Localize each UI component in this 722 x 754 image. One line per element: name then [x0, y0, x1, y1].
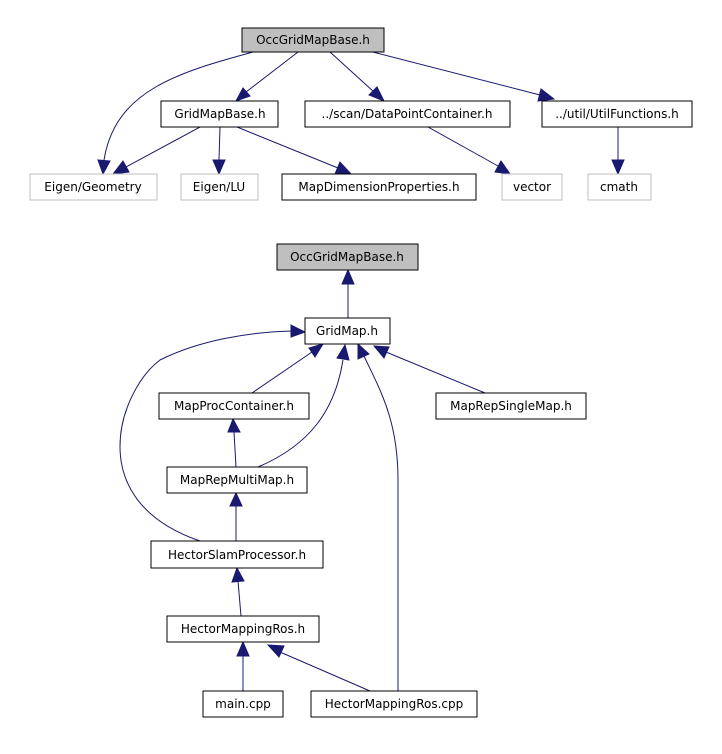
node-maprepmultimap-h[interactable]: MapRepMultiMap.h [166, 466, 308, 494]
edge-maprepmultimap-to-mapproccontainer [233, 431, 237, 468]
node-label: MapProcContainer.h [174, 399, 294, 413]
edge-occgridmapbase-to-datapointcontainer [329, 51, 375, 93]
node-label: ../util/UtilFunctions.h [555, 107, 679, 121]
edge-gridmapbase-to-mapdimensionproperties [236, 126, 339, 169]
node-label: OccGridMapBase.h [256, 33, 370, 47]
node-label: GridMapBase.h [174, 107, 265, 121]
node-vector: vector [501, 173, 563, 201]
node-hectormappingros-h[interactable]: HectorMappingRos.h [166, 615, 320, 643]
node-label: HectorMappingRos.h [181, 622, 305, 636]
arrowhead [290, 324, 307, 338]
edge-occgridmapbase-to-utilfunctions [364, 49, 541, 96]
arrowhead [236, 640, 250, 657]
node-gridmapbase-h[interactable]: GridMapBase.h [160, 100, 279, 128]
arrowhead [611, 159, 625, 176]
arrowhead [368, 86, 386, 102]
node-occgridmapbase-h[interactable]: OccGridMapBase.h [241, 27, 385, 53]
edge-gridmapbase-to-eigen-lu [218, 126, 221, 161]
node-mapproccontainer-h[interactable]: MapProcContainer.h [158, 392, 310, 420]
edge-hectormappingros-h-to-hectorslamprocessor [237, 580, 242, 617]
node-label: HectorMappingRos.cpp [325, 697, 464, 711]
node-utilfunctions-h[interactable]: ../util/UtilFunctions.h [541, 100, 693, 128]
node-cmath: cmath [587, 173, 652, 201]
edge-maprepsinglemap-to-gridmap [385, 351, 486, 394]
node-gridmap-h[interactable]: GridMap.h [304, 317, 391, 345]
node-label: GridMap.h [316, 324, 378, 338]
included-by-graph: OccGridMapBase.h GridMap.h MapProcContai… [119, 243, 587, 718]
arrowhead [537, 88, 556, 102]
arrowhead [308, 343, 325, 358]
include-graph: OccGridMapBase.h GridMapBase.h ../scan/D… [29, 27, 693, 201]
edge-maprepmultimap-to-gridmap [257, 359, 344, 468]
arrowhead [266, 644, 285, 658]
node-eigen-geometry: Eigen/Geometry [29, 173, 158, 201]
node-label: HectorSlamProcessor.h [168, 548, 306, 562]
edge-mapproccontainer-to-gridmap [251, 351, 313, 394]
node-label: OccGridMapBase.h [290, 250, 404, 264]
node-eigen-lu: Eigen/LU [180, 173, 259, 201]
node-label: ../scan/DataPointContainer.h [322, 107, 493, 121]
node-mapdimensionproperties-h[interactable]: MapDimensionProperties.h [281, 173, 477, 201]
arrowhead [227, 417, 241, 433]
arrowhead [111, 160, 130, 175]
node-label: cmath [600, 180, 638, 194]
node-occgridmapbase-h-bottom[interactable]: OccGridMapBase.h [276, 243, 419, 271]
arrowhead [229, 491, 243, 507]
arrowhead [334, 161, 353, 175]
arrowhead [341, 268, 355, 285]
node-hectormappingros-cpp[interactable]: HectorMappingRos.cpp [310, 690, 478, 718]
edge-occgridmapbase-to-gridmapbase [245, 51, 299, 93]
node-label: MapRepMultiMap.h [180, 473, 294, 487]
node-main-cpp[interactable]: main.cpp [202, 690, 284, 718]
node-label: Eigen/Geometry [44, 180, 141, 194]
node-label: main.cpp [215, 697, 271, 711]
edge-occgridmapbase-to-eigen-geometry [103, 51, 254, 161]
arrowhead [231, 566, 245, 583]
arrowhead [234, 87, 251, 102]
node-datapointcontainer-h[interactable]: ../scan/DataPointContainer.h [304, 100, 511, 128]
node-label: Eigen/LU [193, 180, 245, 194]
arrowhead [97, 159, 111, 176]
edge-hectormappingros-cpp-to-hectormappingros-h [279, 651, 371, 692]
node-label: MapDimensionProperties.h [298, 180, 459, 194]
edge-hectorslamprocessor-to-gridmap [119, 330, 293, 542]
arrowhead [336, 343, 350, 361]
node-maprepsinglemap-h[interactable]: MapRepSingleMap.h [435, 392, 587, 420]
node-label: MapRepSingleMap.h [450, 399, 572, 413]
node-label: vector [513, 180, 551, 194]
edge-datapointcontainer-to-vector [427, 126, 499, 167]
edge-hectormappingros-cpp-to-gridmap [363, 355, 399, 691]
arrowhead [494, 160, 512, 175]
arrowhead [212, 159, 226, 176]
node-hectorslamprocessor-h[interactable]: HectorSlamProcessor.h [150, 540, 324, 569]
arrowhead [372, 345, 390, 359]
edge-gridmapbase-to-eigen-geometry [125, 126, 201, 168]
arrowhead [357, 342, 370, 360]
